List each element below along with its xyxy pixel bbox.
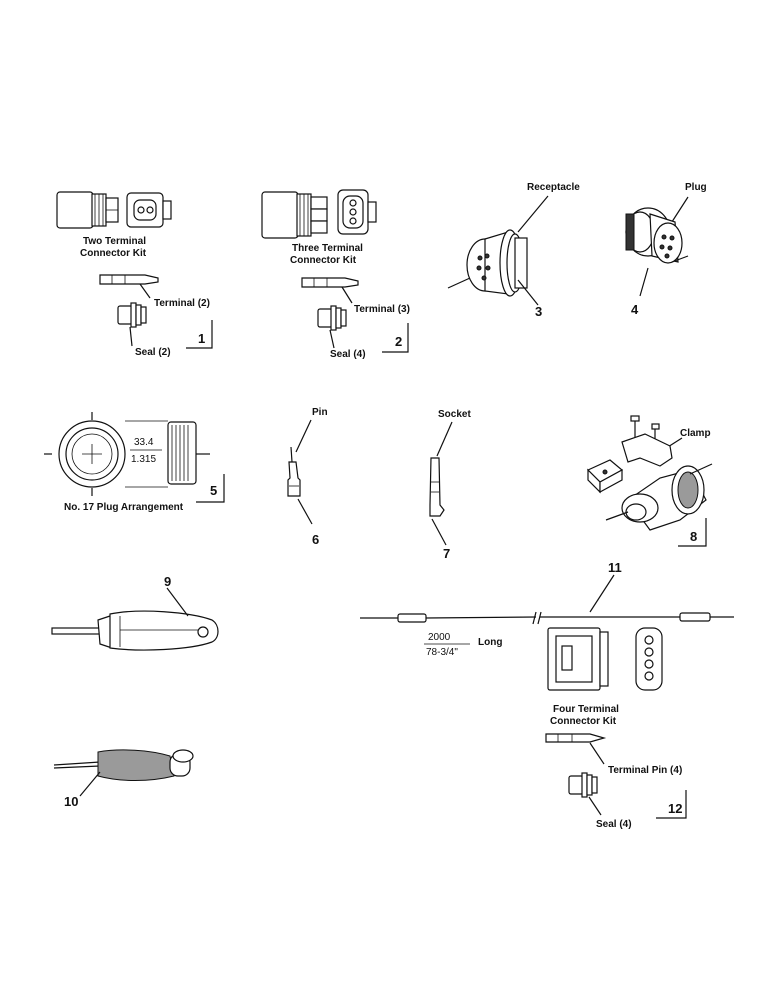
clamp-assembly: Clamp 8 xyxy=(586,415,713,547)
item-number-1: 1 xyxy=(198,331,205,346)
two-terminal-connector-kit: Two Terminal Connector Kit Terminal (2) … xyxy=(56,191,213,358)
plug: Plug 4 xyxy=(625,182,707,317)
cable-assembly: 11 2000 78-3/4" Long xyxy=(360,560,734,658)
item-number-10: 10 xyxy=(64,794,78,809)
plug-arrangement-label: No. 17 Plug Arrangement xyxy=(64,502,184,513)
cable-dim-mm: 2000 xyxy=(428,632,451,643)
terminal-2-label: Terminal (2) xyxy=(154,298,210,309)
socket: Socket 7 xyxy=(429,409,471,561)
receptacle-label: Receptacle xyxy=(527,182,580,193)
seal-2-label: Seal (2) xyxy=(135,347,171,358)
tool-10: 10 xyxy=(53,749,194,809)
item-number-12: 12 xyxy=(668,801,682,816)
three-terminal-label-1: Three Terminal xyxy=(292,243,363,254)
four-terminal-label-2: Connector Kit xyxy=(550,716,617,727)
item-number-8: 8 xyxy=(690,529,697,544)
four-terminal-connector-kit: Four Terminal Connector Kit Terminal Pin… xyxy=(545,627,687,830)
pin: Pin 6 xyxy=(287,407,328,547)
item-number-9: 9 xyxy=(164,574,171,589)
seal-4-label: Seal (4) xyxy=(330,349,366,360)
seal-4-kit12-label: Seal (4) xyxy=(596,819,632,830)
plug-dim-in: 1.315 xyxy=(131,454,156,465)
three-terminal-label-2: Connector Kit xyxy=(290,255,357,266)
socket-label: Socket xyxy=(438,409,471,420)
item-number-4: 4 xyxy=(631,302,639,317)
two-terminal-label-1: Two Terminal xyxy=(83,236,146,247)
item-number-11: 11 xyxy=(608,560,622,575)
pin-label: Pin xyxy=(312,407,328,418)
clamp-label: Clamp xyxy=(680,428,711,439)
item-number-2: 2 xyxy=(395,334,402,349)
plug-arrangement: 33.4 1.315 No. 17 Plug Arrangement 5 xyxy=(44,412,225,513)
cable-long-label: Long xyxy=(478,637,502,648)
item-number-7: 7 xyxy=(443,546,450,561)
tool-9: 9 xyxy=(51,574,219,651)
two-terminal-label-2: Connector Kit xyxy=(80,248,147,259)
four-terminal-label-1: Four Terminal xyxy=(553,704,619,715)
three-terminal-connector-kit: Three Terminal Connector Kit Terminal (3… xyxy=(261,189,410,360)
item-number-6: 6 xyxy=(312,532,319,547)
item-number-5: 5 xyxy=(210,483,217,498)
item-number-3: 3 xyxy=(535,304,542,319)
plug-label: Plug xyxy=(685,182,707,193)
cable-dim-in: 78-3/4" xyxy=(426,647,458,658)
receptacle: Receptacle 3 xyxy=(447,182,580,319)
plug-dim-mm: 33.4 xyxy=(134,437,154,448)
terminal-3-label: Terminal (3) xyxy=(354,304,410,315)
terminal-pin-4-label: Terminal Pin (4) xyxy=(608,765,682,776)
